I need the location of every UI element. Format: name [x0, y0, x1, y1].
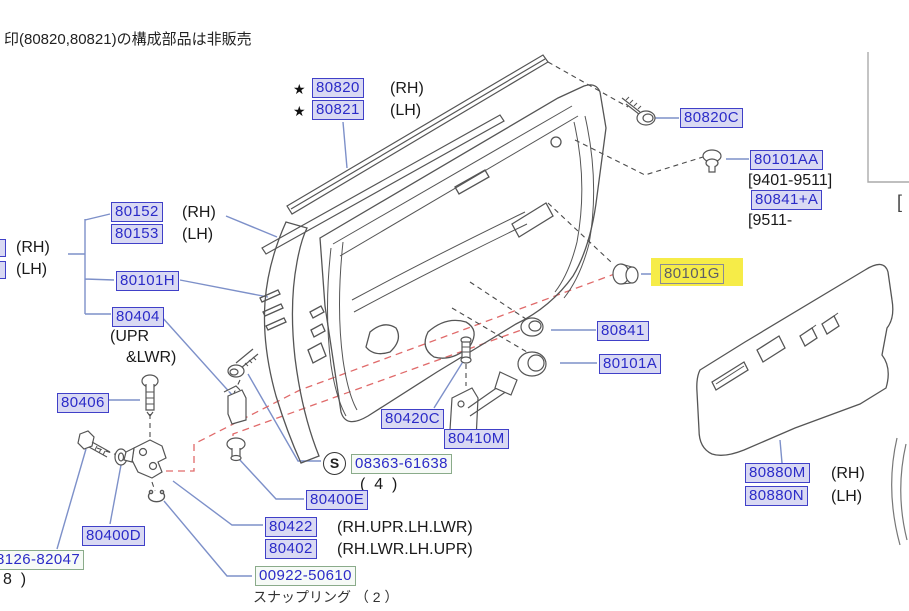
door-outer-skin [259, 221, 320, 464]
part-label-80420c[interactable]: 80420C [381, 409, 444, 429]
side-note-lh: (LH) [16, 261, 48, 278]
part-label-80841[interactable]: 80841 [597, 321, 649, 341]
hinge-bolt-icon [77, 430, 111, 458]
part-label-80880n[interactable]: 80880N [745, 486, 808, 506]
hinge-pin-80406-icon [141, 374, 159, 417]
part-label-80820c[interactable]: 80820C [680, 108, 743, 128]
plug-80841-icon [520, 317, 544, 337]
part-label-80821[interactable]: 80821 [312, 100, 364, 120]
part-label-80820[interactable]: 80820 [312, 78, 364, 98]
hinge-grommet-icon [226, 437, 246, 462]
red-reference-lines [166, 271, 621, 472]
s-mark-icon: S [323, 452, 346, 475]
part-label-80101h[interactable]: 80101H [116, 271, 179, 291]
part-label-80410m[interactable]: 80410M [444, 429, 509, 449]
combo-note-b: (RH.LWR.LH.UPR) [337, 541, 473, 558]
cut-bracket-text: [ [897, 192, 903, 212]
note-lwr: &LWR) [126, 349, 177, 366]
part-label-80101a[interactable]: 80101A [599, 354, 662, 374]
side-note-lh: (LH) [390, 102, 422, 119]
combo-note-a: (RH.UPR.LH.LWR) [337, 519, 473, 536]
grommet-80101g-icon [612, 263, 639, 285]
part-label-80400d[interactable]: 80400D [82, 526, 145, 546]
highlight-marker [651, 258, 743, 286]
cut-frame-fragment [867, 52, 909, 183]
door-sash-strip [261, 114, 505, 255]
grommet-80101a-icon [517, 351, 547, 377]
cut-part-label[interactable] [0, 239, 6, 257]
part-label-80402[interactable]: 80402 [265, 539, 317, 559]
part-label-80841a[interactable]: 80841+A [751, 190, 823, 210]
check-pin-80420c-icon [460, 336, 472, 364]
side-note-lh: (LH) [831, 488, 863, 505]
date-range-b: [9511- [748, 212, 793, 229]
door-inner-panel [307, 84, 607, 423]
date-range-a: [9401-9511] [748, 172, 833, 189]
part-label-80404[interactable]: 80404 [112, 307, 164, 327]
part-label-80153[interactable]: 80153 [111, 224, 163, 244]
trim-panel-80880-icon [696, 263, 894, 456]
cut-part-label[interactable] [0, 261, 6, 279]
side-note-rh: (RH) [182, 204, 216, 221]
hinge-bush-80404-icon [223, 385, 247, 425]
cut-panel-fragment [891, 437, 908, 546]
side-note-rh: (RH) [390, 80, 424, 97]
side-note-lh: (LH) [182, 226, 214, 243]
qty-note-8: 8 ) [3, 571, 27, 588]
note-upr: (UPR [110, 328, 150, 345]
part-label-00922-50610[interactable]: 00922-50610 [255, 566, 356, 586]
side-note-rh: (RH) [831, 465, 865, 482]
snap-ring-icon [147, 489, 166, 503]
star-icon: ★ [293, 81, 306, 97]
clip-80101aa-icon [702, 149, 722, 173]
screw-80820c-icon [621, 96, 656, 126]
part-label-80101aa[interactable]: 80101AA [750, 150, 823, 170]
part-label-08363-61638[interactable]: 08363-61638 [351, 454, 452, 474]
star-icon: ★ [293, 103, 306, 119]
part-label-80101g-highlighted[interactable]: 80101G [660, 264, 724, 284]
weatherstrip-molding [286, 54, 549, 215]
part-label-80400e[interactable]: 80400E [306, 490, 369, 510]
leader-lines [56, 117, 783, 577]
part-label-80422[interactable]: 80422 [265, 517, 317, 537]
qty-note-4: ( 4 ) [360, 476, 398, 493]
hinge-screw-icon [227, 348, 259, 378]
side-note-rh: (RH) [16, 239, 50, 256]
part-label-08126-82047[interactable]: 8126-82047 [0, 550, 85, 570]
part-label-80880m[interactable]: 80880M [745, 463, 810, 483]
part-label-80152[interactable]: 80152 [111, 202, 163, 222]
door-hinge-icon [123, 439, 167, 479]
snap-ring-note: スナップリング （ 2 ） [253, 589, 399, 605]
part-label-80406[interactable]: 80406 [57, 393, 109, 413]
note-japanese: 印(80820,80821)の構成部品は非販売 [4, 31, 252, 48]
